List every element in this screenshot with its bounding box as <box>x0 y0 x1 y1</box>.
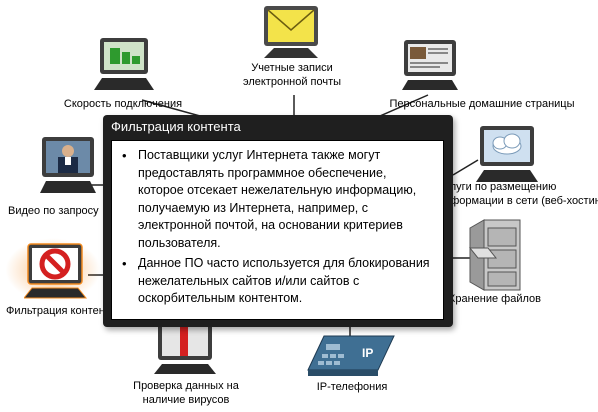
popup-bullet-1: Поставщики услуг Интернета также могут п… <box>122 147 430 252</box>
email-label-1: Учетные записи <box>251 62 333 74</box>
popup-title: Фильтрация контента <box>111 119 241 134</box>
info-popup: Фильтрация контента Поставщики услуг Инт… <box>103 115 453 327</box>
antivirus-label-2: наличие вирусов <box>142 394 230 406</box>
antivirus-label-1: Проверка данных на <box>133 380 239 392</box>
ipphone-label: IP-телефония <box>316 381 388 393</box>
block-icon <box>24 243 88 299</box>
computer-icon <box>94 38 154 90</box>
ip-phone-icon <box>307 335 395 376</box>
hosting-label-1: Услуги по размещению <box>438 181 557 193</box>
hosting-label-2: информации в сети (веб-хостинг) <box>438 195 598 207</box>
popup-bullet-2: Данное ПО часто используется для блокиро… <box>122 255 430 308</box>
popup-bullet-list: Поставщики услуг Интернета также могут п… <box>112 147 443 308</box>
webpage-icon <box>402 40 458 90</box>
speed-label: Скорость подключения <box>63 98 183 110</box>
popup-body: Поставщики услуг Интернета также могут п… <box>111 140 444 320</box>
cloud-monitor-icon <box>476 126 538 182</box>
email-icon <box>264 6 318 58</box>
video-monitor-icon <box>40 137 96 193</box>
file-cabinet-icon <box>468 219 521 291</box>
email-label-2: электронной почты <box>242 76 342 88</box>
virus-scan-icon <box>154 320 216 374</box>
filtering-label: Фильтрация контента <box>6 305 106 317</box>
ip-badge: IP <box>362 346 374 360</box>
storage-label: Хранение файлов <box>448 293 541 305</box>
homepages-label: Персональные домашние страницы <box>389 98 575 110</box>
video-label: Видео по запросу <box>8 205 99 217</box>
